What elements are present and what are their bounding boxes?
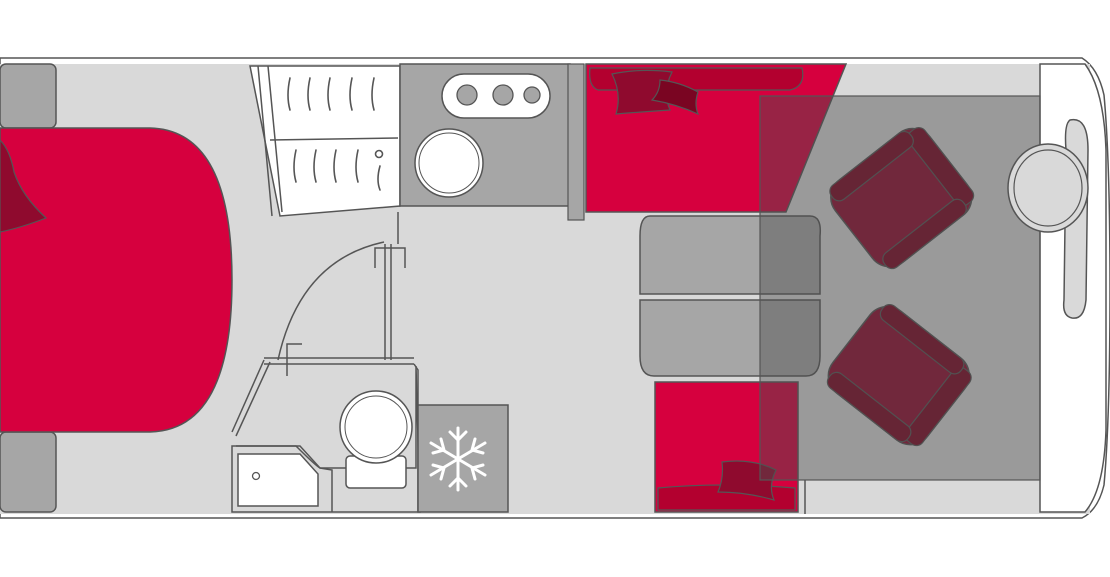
rear-cabinet-top [0, 63, 57, 129]
bed [0, 127, 233, 433]
cushion [611, 69, 673, 115]
front-dinette-bench [585, 63, 848, 213]
cab-seat-right [826, 303, 972, 447]
cushion [717, 460, 777, 501]
fridge [417, 404, 509, 513]
rear-cabinet-bottom [0, 431, 57, 513]
rear-dinette-bench [654, 381, 799, 513]
cab-overlay [759, 95, 1041, 481]
bathroom-door [231, 212, 414, 437]
table [639, 215, 822, 377]
bed-pillow [0, 139, 48, 233]
shower-tray-icon [237, 453, 319, 507]
wardrobe [249, 65, 401, 217]
steering-wheel-icon [1007, 143, 1089, 233]
sink-icon [414, 128, 484, 198]
kitchen [399, 63, 585, 221]
cab-seat-left [829, 127, 975, 270]
toilet-icon [339, 390, 413, 489]
cushion [650, 79, 700, 116]
snowflake-icon [429, 426, 487, 492]
